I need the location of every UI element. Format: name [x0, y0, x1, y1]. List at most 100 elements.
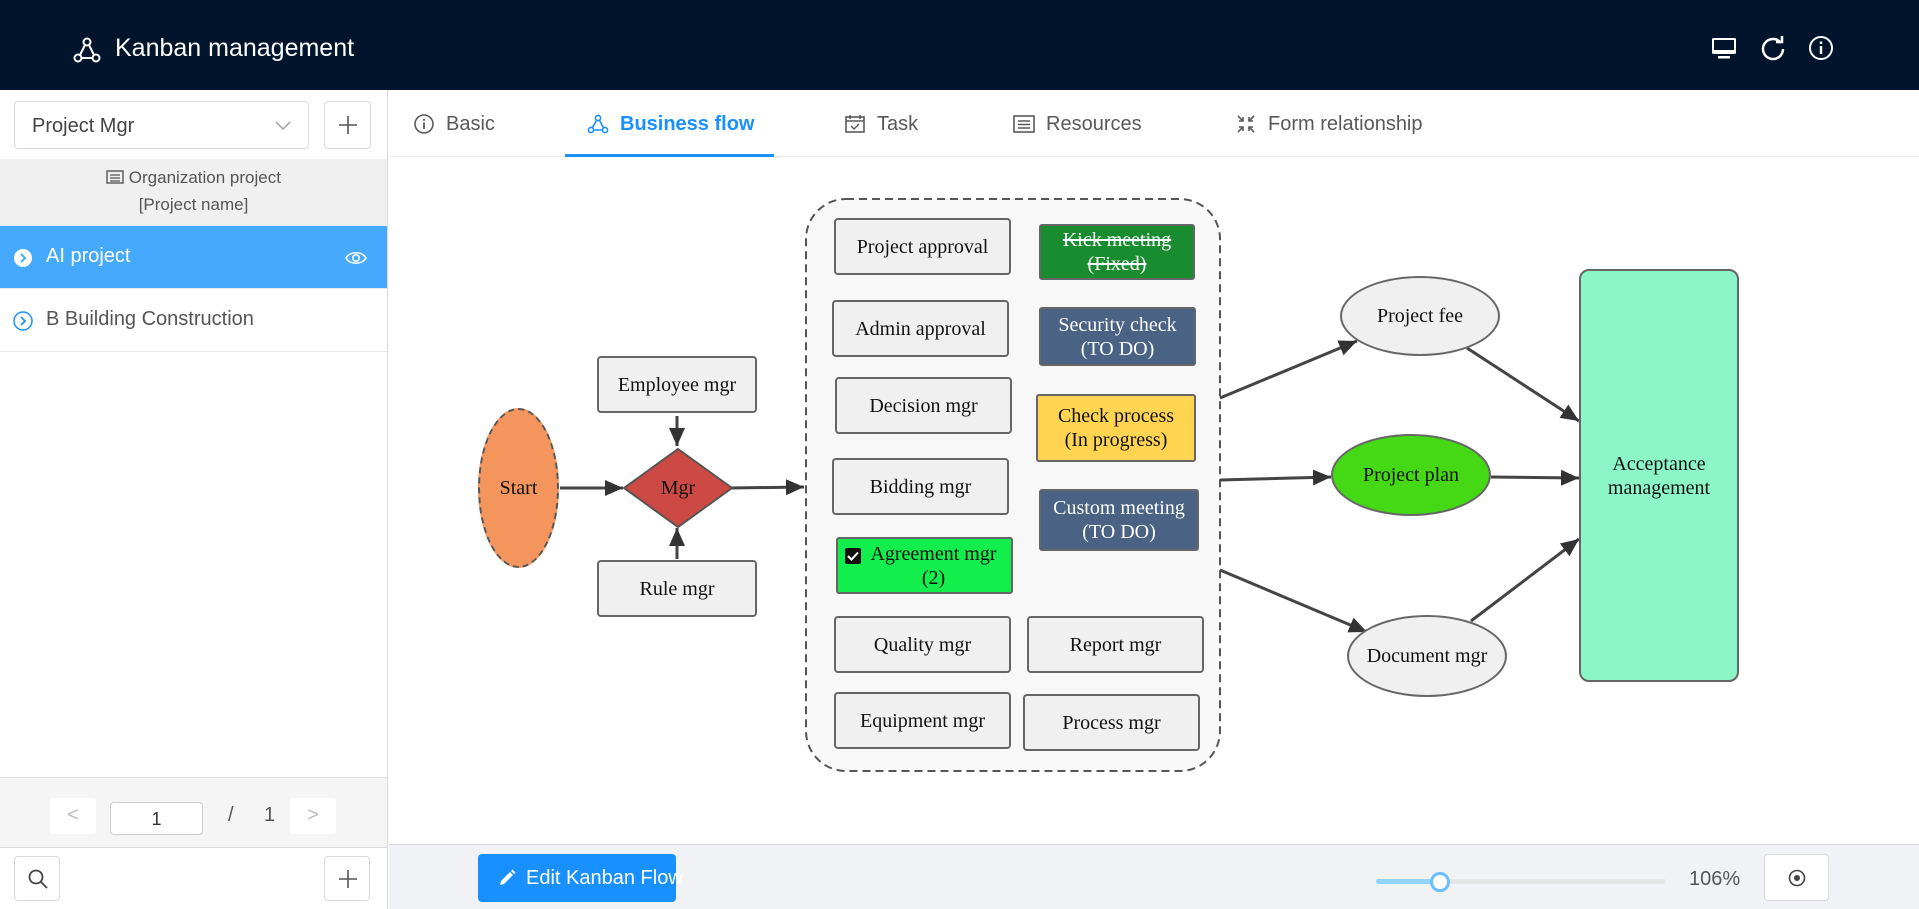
sidebar: Project Mgr Organization project [Projec…: [0, 90, 388, 909]
quality-mgr-node[interactable]: Quality mgr: [834, 616, 1011, 673]
chevron-left-icon: <: [67, 804, 79, 826]
calendar-icon: [845, 115, 865, 133]
pencil-icon: [500, 869, 516, 885]
node-label: Bidding mgr: [869, 475, 972, 498]
decision-mgr-node[interactable]: Decision mgr: [835, 377, 1012, 434]
page-separator: /: [228, 804, 234, 826]
node-label: Process mgr: [1062, 711, 1161, 734]
tab-label: Form relationship: [1268, 113, 1423, 135]
node-label: Project plan: [1362, 464, 1460, 486]
node-label: Security check (TO DO): [1058, 313, 1177, 360]
rule-mgr-node[interactable]: Rule mgr: [597, 560, 757, 617]
flow-logo-icon: [73, 37, 101, 63]
node-label: Agreement mgr (2): [870, 542, 997, 589]
center-view-button[interactable]: [1764, 854, 1829, 901]
pagination: < 1 / 1 >: [0, 777, 387, 847]
refresh-icon[interactable]: [1758, 33, 1788, 63]
checkbox-checked-icon: [845, 548, 861, 564]
search-button[interactable]: [14, 856, 60, 901]
node-label: Acceptance management: [1607, 452, 1711, 499]
edit-label: Edit Kanban Flow: [526, 867, 683, 889]
project-approval-node[interactable]: Project approval: [834, 218, 1011, 275]
bidding-mgr-node[interactable]: Bidding mgr: [832, 458, 1009, 515]
agreement-mgr-node[interactable]: Agreement mgr (2): [836, 537, 1013, 594]
bottom-toolbar: Edit Kanban Flow 106%: [389, 844, 1919, 909]
process-mgr-node[interactable]: Process mgr: [1023, 694, 1200, 751]
node-label: Rule mgr: [639, 577, 715, 600]
project-type-value: Project Mgr: [32, 115, 135, 137]
node-label: Kick meeting (Fixed): [1062, 229, 1172, 275]
plus-icon: [339, 870, 357, 888]
org-subtitle: [Project name]: [138, 195, 249, 214]
active-tab-indicator: [565, 154, 774, 157]
list-icon: [1013, 115, 1035, 133]
page-input[interactable]: 1: [110, 802, 203, 835]
info-icon: [414, 114, 434, 134]
mgr-diamond-shape[interactable]: [622, 447, 734, 529]
employee-mgr-node[interactable]: Employee mgr: [597, 356, 757, 413]
security-check-node[interactable]: Security check (TO DO): [1039, 307, 1196, 366]
tab-label: Basic: [446, 113, 495, 135]
tab-label: Task: [877, 113, 919, 135]
node-label: Decision mgr: [869, 394, 978, 417]
sidebar-footer: [0, 847, 387, 909]
zoom-slider-fill: [1376, 879, 1440, 884]
add-project-button[interactable]: [324, 101, 371, 149]
chevron-circle-right-icon: [13, 311, 33, 331]
prev-page-button[interactable]: <: [50, 798, 96, 834]
start-node[interactable]: Start: [478, 408, 559, 568]
check-process-node[interactable]: Check process (In progress): [1036, 394, 1196, 462]
node-label: Project approval: [856, 235, 989, 258]
next-page-button[interactable]: >: [290, 798, 336, 834]
equipment-mgr-node[interactable]: Equipment mgr: [834, 692, 1011, 749]
project-item-ai[interactable]: AI project: [0, 226, 387, 289]
node-label: Employee mgr: [617, 373, 737, 396]
project-type-select[interactable]: Project Mgr: [14, 101, 309, 149]
add-button[interactable]: [324, 856, 370, 901]
project-plan-node[interactable]: Project plan: [1331, 434, 1491, 516]
page-total: 1: [264, 804, 276, 826]
node-label: Equipment mgr: [860, 709, 985, 732]
collapse-icon: [1237, 115, 1255, 133]
flow-icon: [587, 114, 609, 134]
project-fee-node[interactable]: Project fee: [1340, 276, 1500, 356]
node-label: Start: [499, 477, 538, 499]
node-label: Project fee: [1376, 305, 1464, 327]
monitor-icon[interactable]: [1709, 33, 1739, 63]
acceptance-management-node[interactable]: Acceptance management: [1579, 269, 1739, 682]
eye-icon[interactable]: [345, 247, 367, 269]
info-icon[interactable]: [1806, 33, 1836, 63]
project-name: B Building Construction: [46, 308, 254, 330]
project-name: AI project: [46, 245, 131, 267]
tab-label: Resources: [1046, 113, 1142, 135]
chevron-right-icon: >: [307, 804, 319, 826]
node-label: Check process (In progress): [1057, 405, 1175, 451]
zoom-level: 106%: [1689, 868, 1741, 890]
node-label: Report mgr: [1069, 633, 1162, 656]
node-label: Quality mgr: [873, 633, 972, 656]
project-item-b[interactable]: B Building Construction: [0, 289, 387, 352]
org-title: Organization project: [128, 168, 281, 187]
admin-approval-node[interactable]: Admin approval: [832, 300, 1009, 357]
node-label: Custom meeting (TO DO): [1053, 497, 1185, 543]
kick-meeting-node[interactable]: Kick meeting (Fixed): [1039, 224, 1195, 280]
target-icon: [1788, 869, 1806, 887]
app-title: Kanban management: [115, 34, 355, 62]
chevron-down-icon: [275, 121, 291, 131]
list-icon: [106, 170, 124, 184]
tab-label: Business flow: [620, 113, 755, 135]
app-header: Kanban management: [0, 0, 1919, 90]
organization-project-header: Organization project [Project name]: [0, 159, 387, 226]
chevron-circle-right-icon: [14, 249, 32, 267]
custom-meeting-node[interactable]: Custom meeting (TO DO): [1039, 489, 1199, 551]
node-label: Document mgr: [1366, 645, 1488, 667]
node-label: Admin approval: [855, 317, 986, 340]
zoom-slider-handle[interactable]: [1430, 872, 1450, 892]
plus-icon: [339, 116, 357, 134]
edit-kanban-flow-button[interactable]: Edit Kanban Flow: [478, 854, 683, 902]
zoom-slider-track[interactable]: [1376, 879, 1666, 884]
flow-canvas: Start Mgr Employee mgr Rule mgr Project …: [389, 158, 1919, 844]
document-mgr-node[interactable]: Document mgr: [1347, 615, 1507, 697]
search-icon: [28, 869, 48, 889]
report-mgr-node[interactable]: Report mgr: [1027, 616, 1204, 673]
